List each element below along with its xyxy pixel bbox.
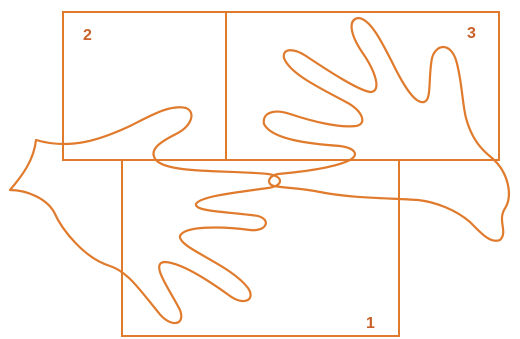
panel-3-frame	[226, 12, 499, 160]
panel-1-frame	[122, 160, 399, 336]
panel-1-number: 1	[366, 315, 375, 332]
panel-3-number: 3	[467, 25, 476, 42]
hand-lower-left-outline	[10, 107, 280, 323]
hand-upper-right-outline	[264, 18, 509, 241]
panel-2-number: 2	[83, 27, 92, 44]
